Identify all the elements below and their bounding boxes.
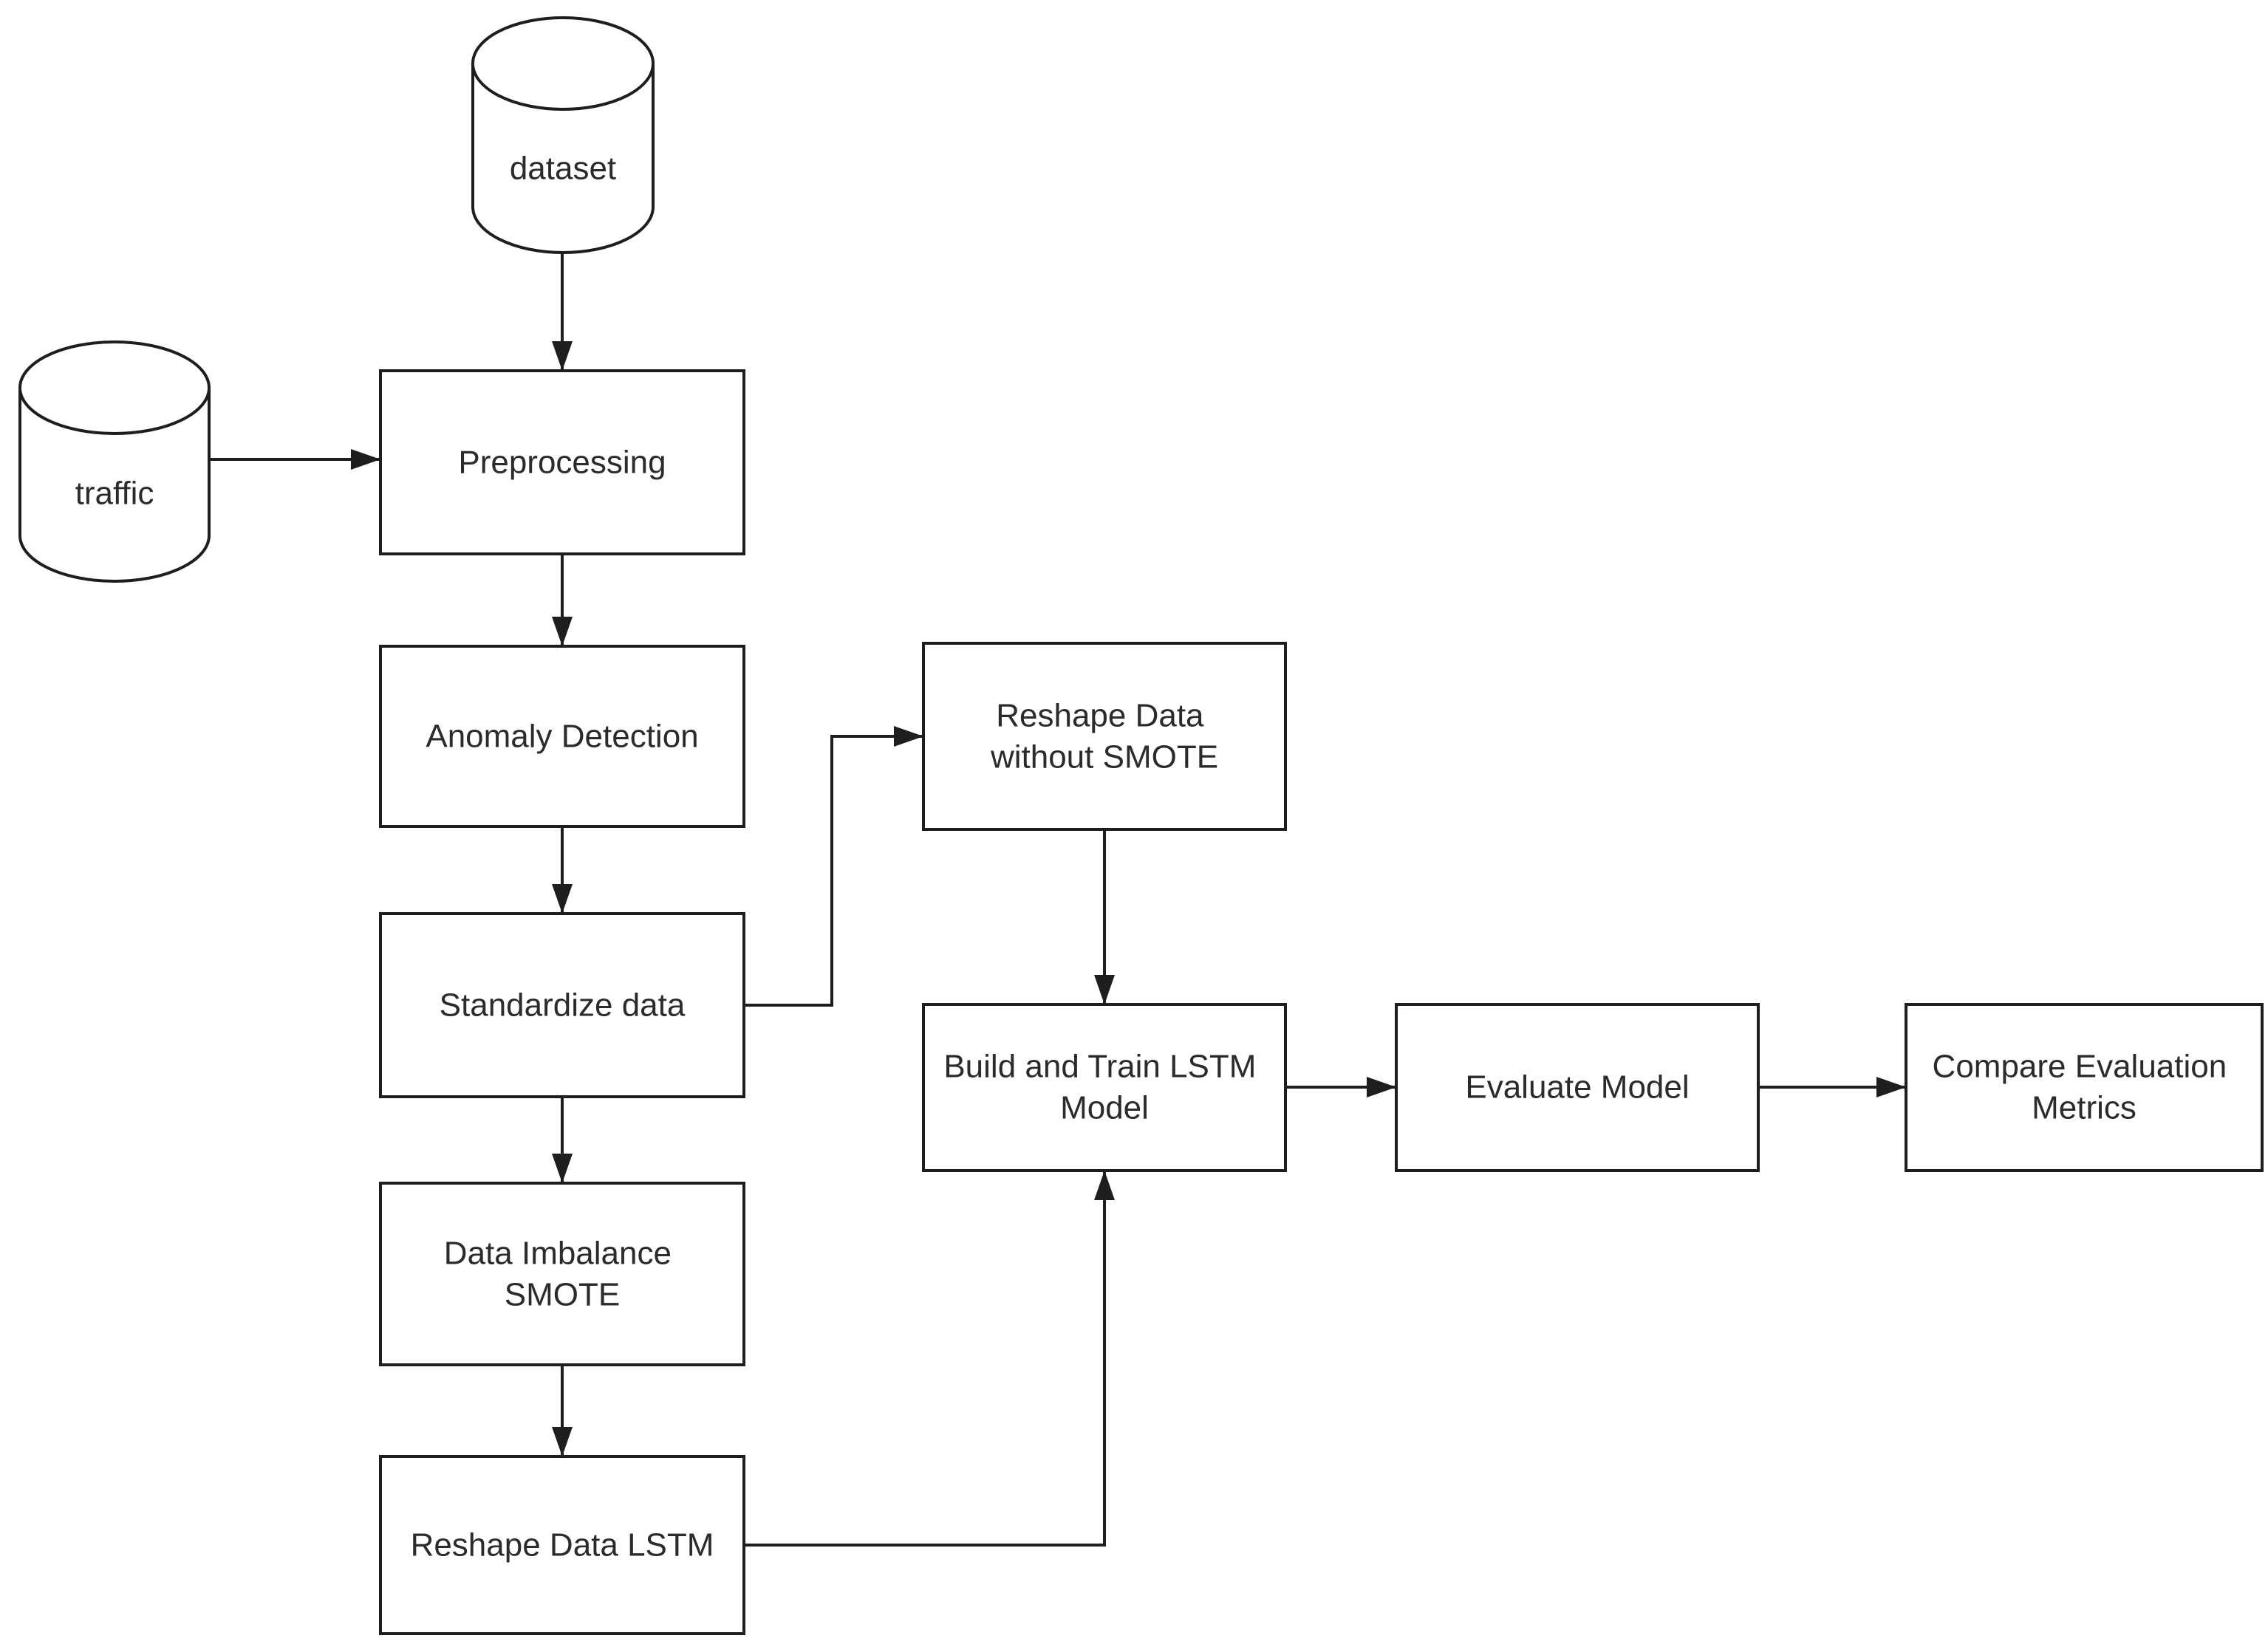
node-build-and-train-lstm-model-label: Build and Train LSTM Model	[943, 1038, 1265, 1126]
node-evaluate-model: Evaluate Model	[1395, 1003, 1760, 1172]
node-standardize-data-box	[379, 912, 745, 1098]
node-reshape-data-lstm-label: Reshape Data LSTM	[411, 1527, 714, 1563]
node-reshape-data-lstm: Reshape Data LSTM	[379, 1455, 745, 1635]
node-standardize-data-label: Standardize data	[440, 987, 686, 1024]
node-reshape-data-without-smote: Reshape Data without SMOTE	[922, 642, 1287, 831]
node-standardize-data: Standardize data	[379, 912, 745, 1098]
node-reshape-data-without-smote-label: Reshape Data without SMOTE	[990, 687, 1218, 775]
node-compare-evaluation-metrics: Compare Evaluation Metrics	[1905, 1003, 2264, 1172]
datastore-dataset-label: dataset	[510, 151, 616, 187]
node-data-imbalance-smote-label: Data Imbalance SMOTE	[444, 1225, 680, 1313]
edge-standardize-data-to-reshape-data-without-smote	[744, 726, 923, 1007]
node-anomaly-detection: Anomaly Detection	[379, 645, 745, 828]
node-compare-evaluation-metrics-box	[1905, 1003, 2264, 1172]
dataset-cylinder-body	[471, 64, 655, 254]
traffic-cylinder-body	[18, 388, 211, 583]
node-data-imbalance-smote: Data Imbalance SMOTE	[379, 1182, 745, 1366]
node-anomaly-detection-label: Anomaly Detection	[426, 719, 698, 755]
dataset-cylinder-top	[471, 16, 655, 111]
datastore-traffic: traffic	[18, 340, 211, 583]
traffic-cylinder-top	[18, 340, 211, 435]
node-preprocessing: Preprocessing	[379, 369, 745, 555]
node-compare-evaluation-metrics-label: Compare Evaluation Metrics	[1933, 1038, 2236, 1126]
node-data-imbalance-smote-box	[379, 1182, 745, 1366]
edge-reshape-data-lstm-to-build-model	[744, 1171, 1115, 1547]
node-reshape-data-without-smote-box	[922, 642, 1287, 831]
node-evaluate-model-label: Evaluate Model	[1465, 1069, 1689, 1106]
datastore-dataset: dataset	[471, 16, 655, 254]
datastore-traffic-label: traffic	[75, 476, 154, 512]
node-evaluate-model-box	[1395, 1003, 1760, 1172]
node-preprocessing-box	[379, 369, 745, 555]
node-preprocessing-label: Preprocessing	[458, 445, 666, 481]
node-reshape-data-lstm-box	[379, 1455, 745, 1635]
node-build-and-train-lstm-model-box	[922, 1003, 1287, 1172]
node-anomaly-detection-box	[379, 645, 745, 828]
node-build-and-train-lstm-model: Build and Train LSTM Model	[922, 1003, 1287, 1172]
